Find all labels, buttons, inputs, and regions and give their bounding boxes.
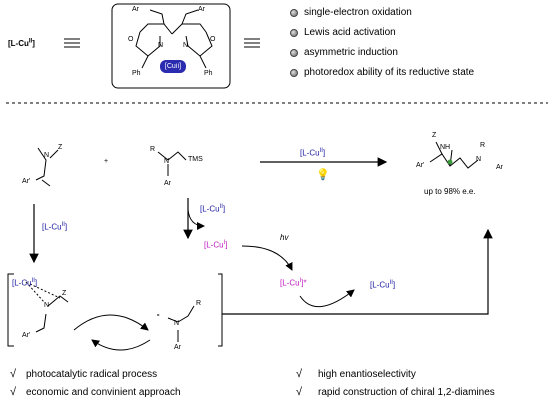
- stereocenter-dot: [447, 159, 453, 165]
- ligand-box: [111, 3, 231, 89]
- feature-1: Lewis acid activation: [304, 27, 396, 38]
- imine-z: Z: [58, 144, 63, 151]
- imine-ar: Ar': [22, 178, 31, 185]
- summary-right-1: rapid construction of chiral 1,2-diamine…: [318, 387, 495, 398]
- bullet-icon: [290, 69, 298, 77]
- summary-left-1: economic and convinient approach: [26, 387, 181, 398]
- box-ligand-structure: [135, 9, 213, 69]
- ligand-ph-right: Ph: [204, 70, 213, 77]
- bullet-icon: [290, 9, 298, 17]
- product-ar-right: Ar: [496, 164, 503, 171]
- complex-z: Z: [62, 290, 67, 297]
- light-bulb-icon: 💡: [316, 169, 330, 181]
- product-z: Z: [432, 132, 437, 139]
- check-icon: √: [296, 386, 303, 398]
- product-ar-left: Ar': [416, 162, 425, 169]
- feature-0: single-electron oxidation: [304, 7, 412, 18]
- complex-ar: Ar': [22, 332, 31, 339]
- catalyst-formula: [L-CuII]: [8, 38, 35, 48]
- summary-right-0: high enantioselectivity: [318, 369, 416, 380]
- ligand-n-right: N: [183, 42, 189, 49]
- check-icon: √: [10, 386, 17, 398]
- cu-ii-regenerated-label: [L-CuII]: [370, 280, 396, 290]
- plus-sign: +: [104, 158, 109, 165]
- bullet-icon: [290, 49, 298, 57]
- feature-3: photoredox ability of its reductive stat…: [304, 67, 475, 78]
- amine-ar: Ar: [164, 180, 171, 187]
- ligand-o-right: O: [210, 36, 216, 43]
- check-icon: √: [296, 368, 303, 380]
- imine-n: N: [44, 152, 50, 159]
- cu-i-label: [L-CuI]: [204, 240, 228, 250]
- hv-label: hv: [280, 233, 289, 242]
- ligand-ar-left: Ar: [132, 6, 139, 13]
- product-nh: NH: [440, 144, 451, 151]
- radical-dot-icon: ∘: [156, 312, 161, 319]
- product-r: R: [480, 142, 486, 149]
- complex-bracket-right: [218, 273, 223, 347]
- cu-i-excited-label: [L-CuI]*: [280, 278, 307, 288]
- quench-arrow: [299, 289, 355, 308]
- radical-ar: Ar: [174, 344, 181, 351]
- ee-value: up to 98% e.e.: [424, 187, 476, 196]
- ligand-o-left: O: [128, 36, 134, 43]
- reaction-catalyst-label: [L-CuII]: [300, 148, 326, 158]
- amine-r: R: [150, 146, 156, 153]
- left-arrow-label: [L-CuII]: [42, 222, 68, 232]
- product-n: N: [476, 156, 482, 163]
- mid-arrow-label: [L-CuII]: [200, 204, 226, 214]
- ligand-n-left: N: [158, 42, 164, 49]
- check-icon: √: [10, 368, 17, 380]
- complex-bracket-left: [7, 273, 14, 347]
- amine-n: N: [164, 158, 170, 165]
- amine-tms: TMS: [188, 156, 203, 163]
- ligand-ph-left: Ph: [132, 70, 141, 77]
- equiv-sign-right: [244, 38, 260, 48]
- hv-arrow: [241, 245, 293, 271]
- bullet-icon: [290, 29, 298, 37]
- complex-cu-label: [L-CuII]: [12, 278, 38, 288]
- radical-r: R: [196, 300, 202, 307]
- complex-n: N: [44, 302, 50, 309]
- summary-left-0: photocatalytic radical process: [26, 369, 158, 380]
- return-path: [222, 228, 493, 315]
- radical-n: N: [174, 320, 180, 327]
- ligand-ar-right: Ar: [198, 6, 205, 13]
- mid-curve: [187, 209, 205, 230]
- equiv-sign-left: [64, 38, 80, 48]
- feature-2: asymmetric induction: [304, 47, 398, 58]
